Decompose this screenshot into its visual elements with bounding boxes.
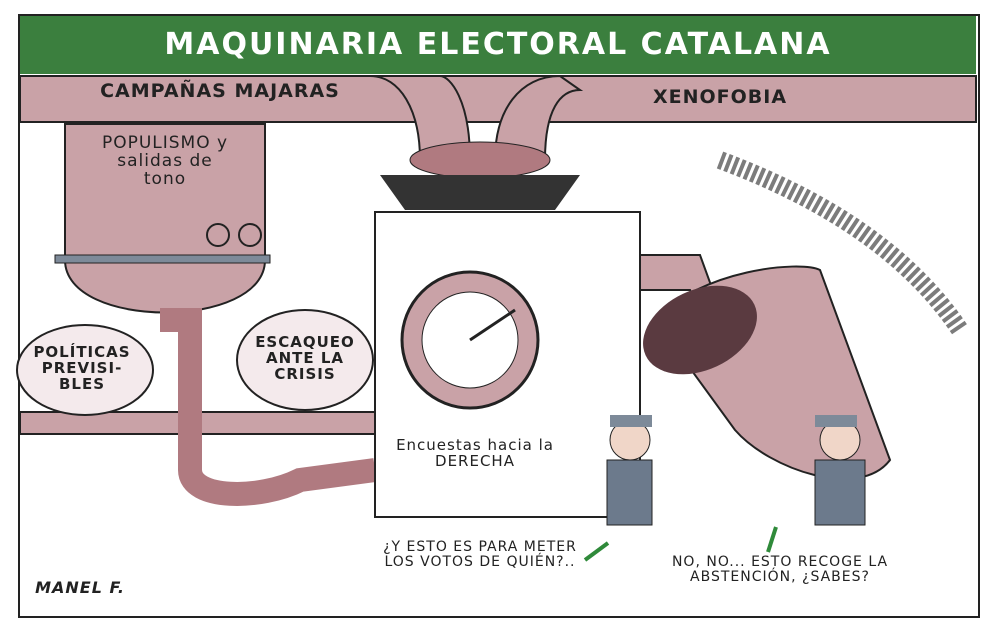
tank-dial — [238, 223, 262, 247]
speech-worker-right: NO, NO... ESTO RECOGE LA ABSTENCIÓN, ¿SA… — [671, 554, 889, 585]
hopper — [380, 175, 580, 210]
brains — [409, 141, 551, 179]
tank-stand — [54, 254, 271, 264]
title-banner — [20, 16, 976, 74]
sack-right — [236, 309, 374, 411]
sack-right-label: ESCAQUEO ANTE LA CRISIS — [255, 333, 355, 383]
sack-left — [16, 324, 154, 416]
hose — [160, 308, 377, 506]
pipe-label-right: XENOFOBIA — [652, 86, 788, 108]
title-banner-text: MAQUINARIA ELECTORAL CATALANA — [164, 27, 832, 62]
pipe-label-left: CAMPAÑAS MAJARAS — [100, 80, 340, 102]
worker-left — [606, 415, 653, 526]
funnel-opening — [643, 285, 757, 375]
sack-left-label: POLÍTICAS PREVISI-BLES — [33, 343, 131, 393]
gauge-label: Encuestas hacia la DERECHA — [396, 436, 554, 470]
dark-smoke — [716, 151, 968, 335]
speech-tail-left — [583, 541, 610, 562]
speech-tail-right — [766, 526, 778, 553]
speech-worker-left: ¿Y ESTO ES PARA METER LOS VOTOS DE QUIÉN… — [383, 539, 577, 570]
overhead-pipe — [19, 75, 977, 123]
worker-right — [814, 415, 866, 526]
artist-signature: MANEL F. — [35, 578, 125, 597]
gauge-needle — [469, 308, 516, 342]
tank-label: POPULISMO y salidas de tono — [101, 133, 229, 189]
tank-dial — [206, 223, 230, 247]
